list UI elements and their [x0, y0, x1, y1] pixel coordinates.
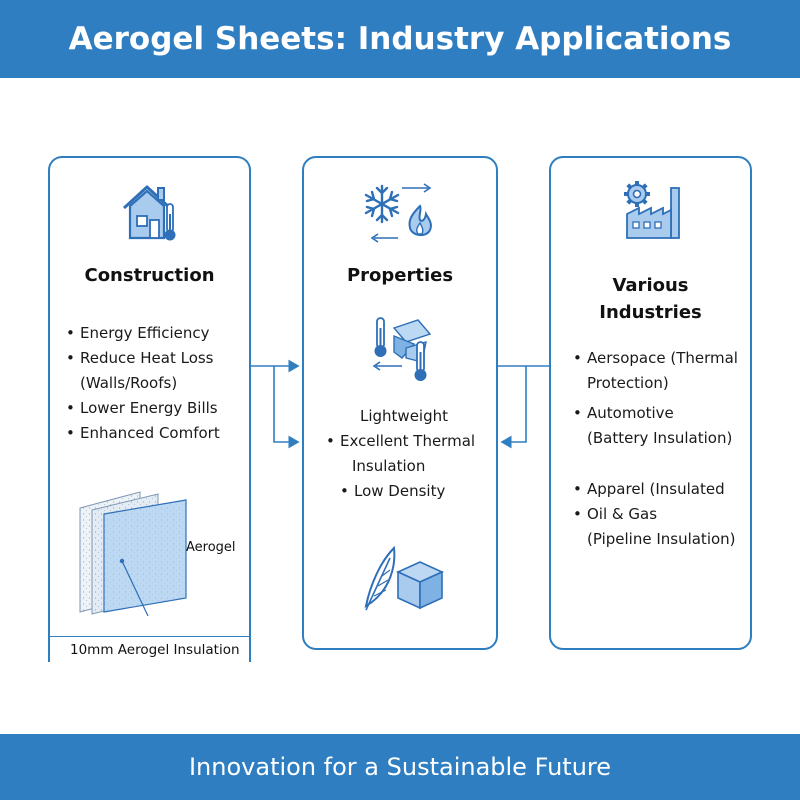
industries-card: Various Industries Aersopace (ThermalPro… [549, 156, 752, 650]
page-title: Aerogel Sheets: Industry Applications [68, 21, 732, 57]
left-connector [251, 359, 300, 449]
properties-card: Properties Lightweight Excellent Thermal… [302, 156, 498, 650]
footer-banner: Innovation for a Sustainable Future [0, 734, 800, 800]
list-item: Enhanced Comfort [64, 421, 249, 446]
right-connector [498, 365, 549, 449]
feather-cube-icon [364, 545, 444, 611]
construction-card: Construction Energy Efficiency Reduce He… [48, 156, 251, 662]
list-item: Low Density [338, 479, 498, 504]
aerogel-label: Aerogel [186, 540, 236, 555]
list-item: Energy Efficiency [64, 321, 249, 346]
factory-gear-icon [624, 181, 680, 239]
list-item: Lower Energy Bills [64, 396, 249, 421]
footer-tagline: Innovation for a Sustainable Future [188, 753, 612, 781]
thermometer-layers-icon [372, 317, 432, 381]
aerogel-layers-illustration [79, 491, 187, 616]
list-item: Reduce Heat Loss(Walls/Roofs) [64, 346, 249, 396]
construction-title: Construction [84, 265, 215, 286]
header-banner: Aerogel Sheets: Industry Applications [0, 0, 800, 78]
properties-list: Lightweight Excellent ThermalInsulation … [324, 404, 498, 504]
house-thermometer-icon [122, 185, 176, 241]
list-item: Oil & Gas(Pipeline Insulation) [571, 502, 751, 552]
construction-list: Energy Efficiency Reduce Heat Loss(Walls… [64, 321, 249, 446]
list-item: Apparel (Insulated [571, 477, 751, 502]
snowflake-flame-icon [364, 183, 432, 243]
industries-title: Various Industries [599, 275, 702, 323]
list-item: Lightweight [360, 407, 449, 425]
diagram-caption: 10mm Aerogel Insulation [70, 642, 240, 658]
properties-title: Properties [346, 265, 454, 286]
caption-divider [48, 636, 251, 637]
list-item: Automotive(Battery Insulation) [571, 401, 751, 451]
